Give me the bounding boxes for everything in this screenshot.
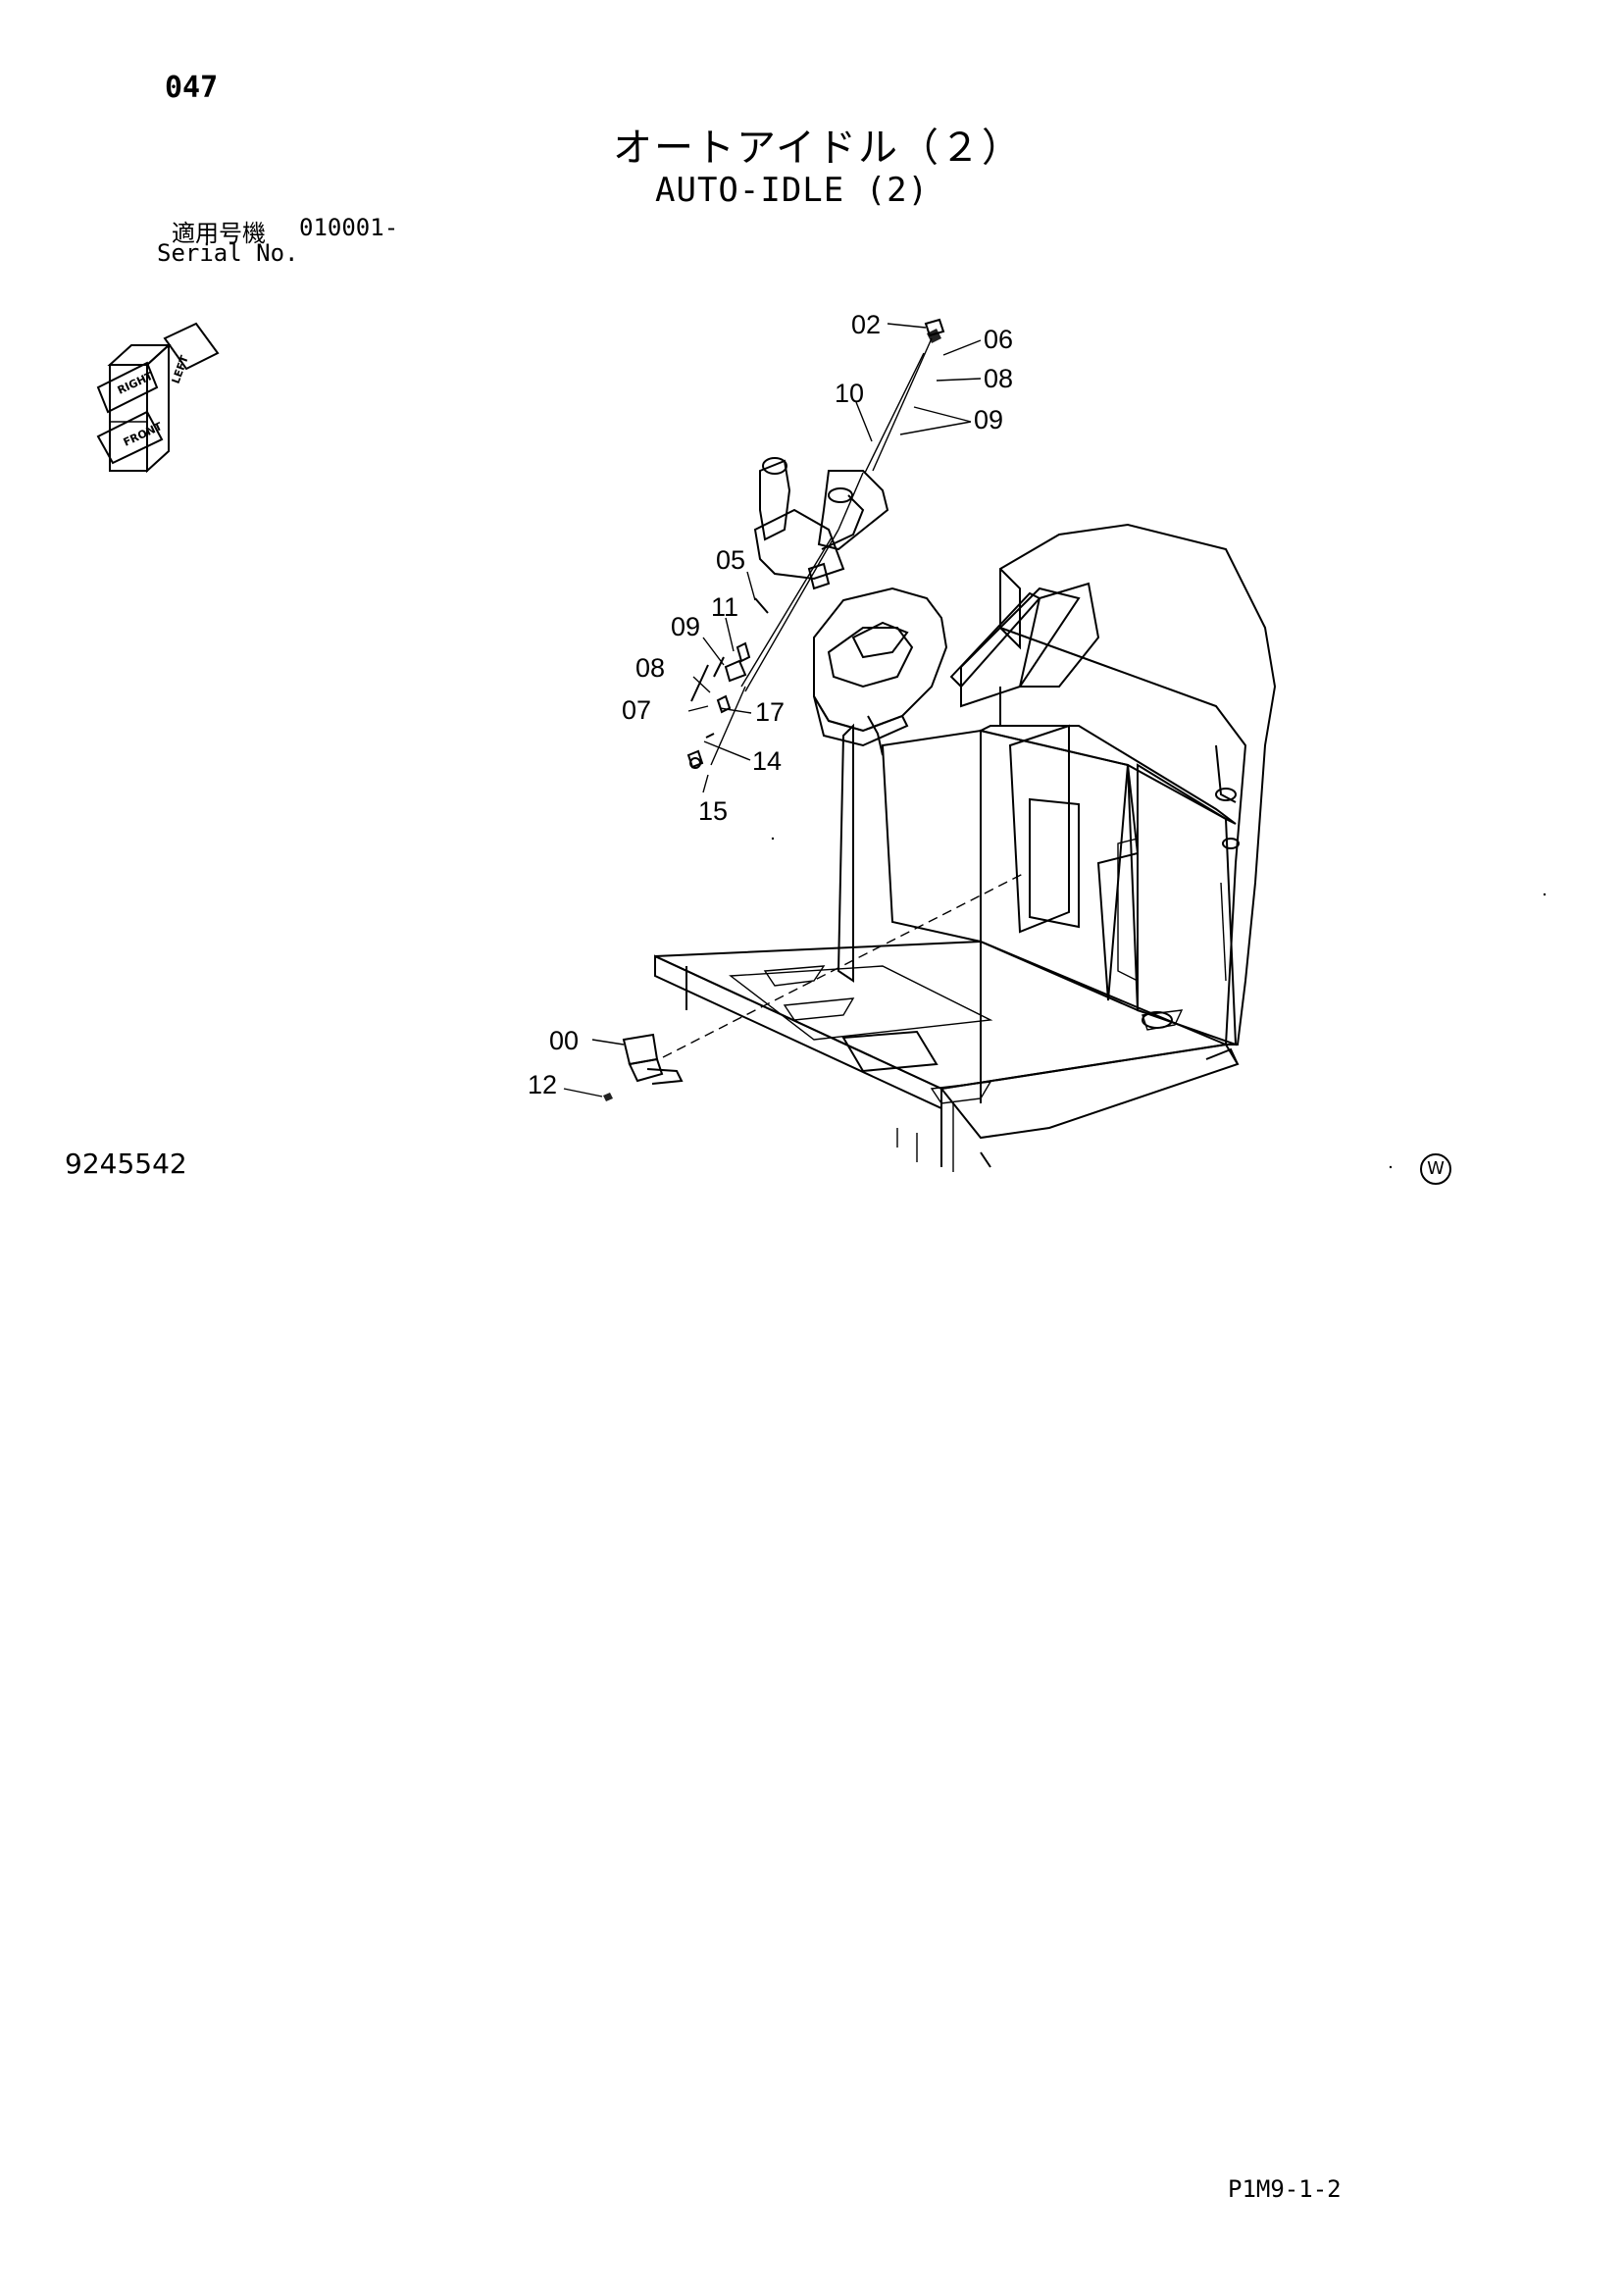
callout-07: 07: [622, 695, 651, 725]
callout-15: 15: [698, 796, 728, 826]
leader-lines: [563, 323, 1026, 1097]
serial-label-japanese: 適用号機: [172, 220, 266, 247]
callout-09: 09: [974, 405, 1003, 434]
callout-08: 08: [984, 364, 1013, 393]
page-code: P1M9-1-2: [1228, 2175, 1342, 2203]
auto-idle-switch: [924, 318, 945, 343]
orientation-label-right: RIGHT: [116, 370, 156, 397]
serial-number-range: 010001-: [299, 214, 399, 241]
page-number: 047: [165, 71, 219, 105]
cab-side-panel: [949, 523, 1277, 1065]
callout-02: 02: [851, 310, 881, 339]
callout-05: 05: [716, 545, 745, 575]
harness: [710, 337, 933, 766]
orientation-label-left: LEFT: [170, 353, 191, 385]
control-lever: [753, 457, 889, 590]
console-box: [813, 587, 948, 756]
callout-11: 11: [711, 592, 738, 622]
callout-09-left: 09: [671, 612, 700, 641]
orientation-icon: RIGHT LEFT FRONT: [96, 322, 220, 474]
callout-00: 00: [549, 1026, 579, 1055]
cab-floor-frame: [654, 940, 1240, 1172]
drawing-number: 9245542: [65, 1148, 187, 1180]
callout-06: 06: [984, 325, 1013, 354]
console-housing: [837, 687, 1238, 1046]
title-english: AUTO-IDLE (2): [655, 171, 930, 210]
callout-12: 12: [528, 1070, 557, 1099]
speck: [771, 837, 775, 841]
speck: [1389, 1165, 1393, 1169]
speck: [1543, 893, 1547, 896]
callout-14: 14: [752, 746, 782, 776]
callout-17: 17: [755, 697, 785, 727]
connector: [603, 1033, 684, 1101]
callout-08-left: 08: [635, 653, 665, 683]
serial-label-english: Serial No.: [157, 239, 299, 267]
title-japanese: オートアイドル（２）: [613, 126, 1023, 171]
callout-10: 10: [835, 379, 864, 408]
w-circle-mark: W: [1420, 1153, 1451, 1185]
callout-labels: 02 06 08 10 09 05 11 09 08 07 17 14 15 0…: [528, 310, 1013, 1099]
